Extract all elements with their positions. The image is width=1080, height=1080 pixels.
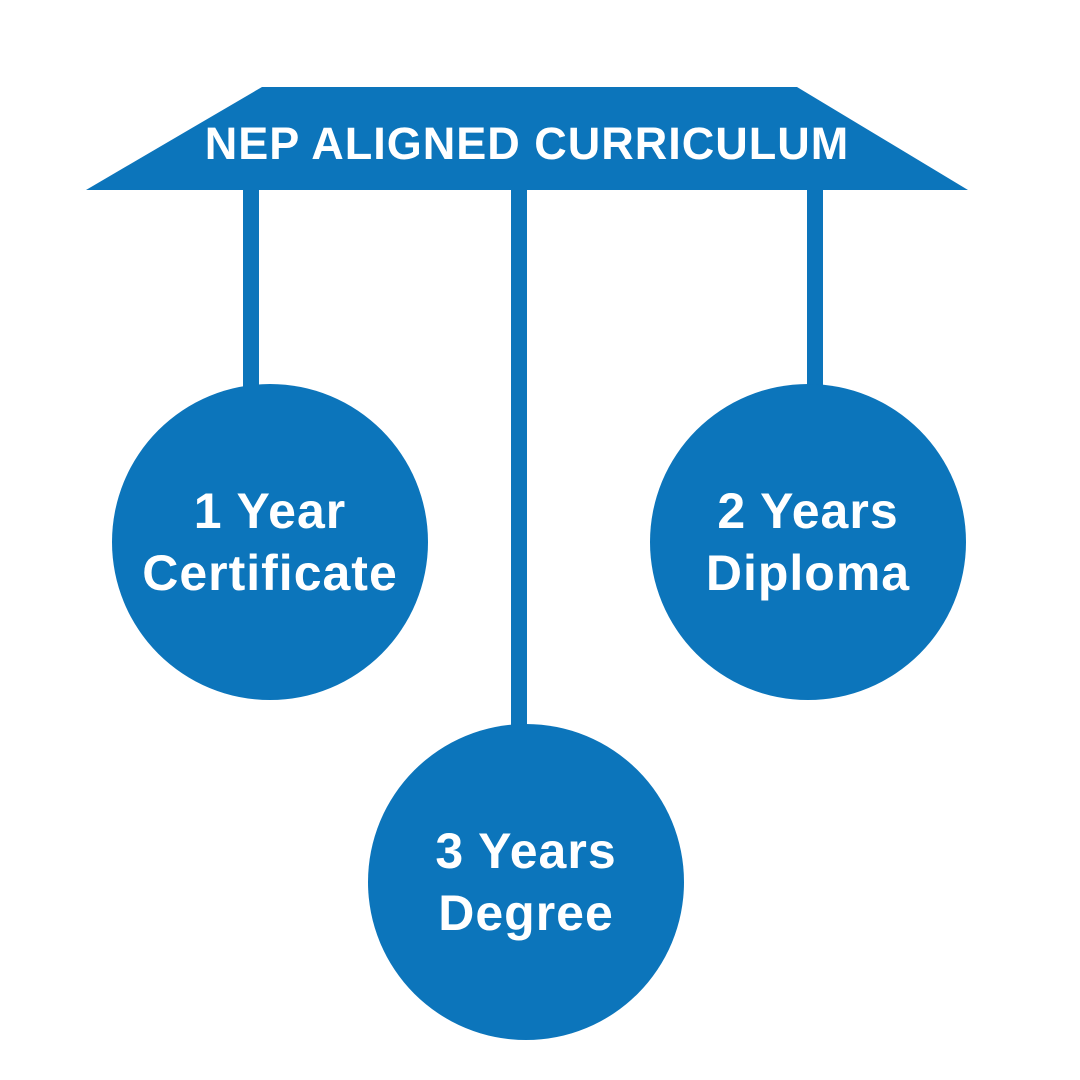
node-certificate-label: Certificate <box>142 545 398 601</box>
connector-left <box>243 188 259 393</box>
node-certificate: 1 Year Certificate <box>112 384 428 700</box>
connector-right <box>807 188 823 393</box>
node-degree-label: Degree <box>438 885 614 941</box>
node-degree: 3 Years Degree <box>368 724 684 1040</box>
diagram-title: NEP ALIGNED CURRICULUM <box>204 118 850 169</box>
roof-shape <box>86 87 968 190</box>
roof-banner <box>86 87 968 190</box>
node-degree-duration: 3 Years <box>435 823 617 879</box>
connector-center <box>511 188 527 733</box>
node-diploma: 2 Years Diploma <box>650 384 966 700</box>
node-certificate-duration: 1 Year <box>193 483 347 539</box>
node-diploma-duration: 2 Years <box>717 483 899 539</box>
node-diploma-label: Diploma <box>705 545 911 601</box>
